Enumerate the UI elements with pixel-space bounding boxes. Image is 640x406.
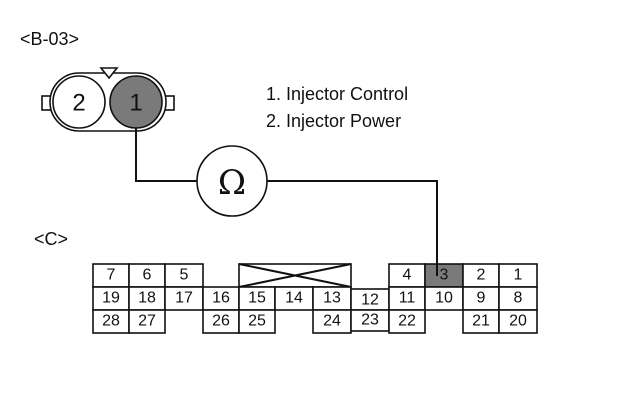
pin-12: 12 xyxy=(361,292,379,309)
pin-24: 24 xyxy=(323,313,341,330)
ohmmeter-circle xyxy=(196,145,268,217)
pin-6: 6 xyxy=(143,267,152,284)
pin-cell xyxy=(388,309,426,334)
pin-25: 25 xyxy=(248,313,266,330)
connector-b03-pin-2 xyxy=(52,75,106,129)
pin-26: 26 xyxy=(212,313,230,330)
pin-15: 15 xyxy=(248,290,266,307)
pin-cell xyxy=(498,309,538,334)
connector-c-label: <C> xyxy=(34,229,68,249)
legend-item-2: 2. Injector Power xyxy=(266,111,401,131)
pin-11: 11 xyxy=(399,290,416,307)
connector-b03-label: <B-03> xyxy=(20,29,79,49)
ohmmeter: Ω xyxy=(196,145,268,217)
pin-20: 20 xyxy=(509,313,527,330)
pin-3: 3 xyxy=(440,267,449,284)
pin-19: 19 xyxy=(102,290,120,307)
pin-28: 28 xyxy=(102,313,120,330)
pin-1: 1 xyxy=(514,267,523,284)
blank-cavity-cross xyxy=(238,263,352,288)
pin-16: 16 xyxy=(212,290,230,307)
wire-b03-to-meter xyxy=(135,128,197,182)
pin-13: 13 xyxy=(323,290,341,307)
pin-2: 2 xyxy=(477,267,486,284)
pin-22: 22 xyxy=(398,313,416,330)
ohmmeter-symbol: Ω xyxy=(218,163,246,203)
pin-9: 9 xyxy=(477,290,486,307)
pin-cell xyxy=(128,309,166,334)
pin-8: 8 xyxy=(514,290,523,307)
connector-b03: 2 1 xyxy=(41,67,175,132)
pin-14: 14 xyxy=(285,290,303,307)
pin-21: 21 xyxy=(472,313,490,330)
pin-4: 4 xyxy=(403,267,412,284)
connector-b03-pin-2-label: 2 xyxy=(72,90,85,117)
connector-b03-pin-1-label: 1 xyxy=(129,90,142,117)
pin-23: 23 xyxy=(361,312,379,329)
pin-7: 7 xyxy=(107,267,116,284)
pin-5: 5 xyxy=(180,267,189,284)
legend-item-1: 1. Injector Control xyxy=(266,84,408,104)
pin-10: 10 xyxy=(435,290,453,307)
connector-c: 7 6 5 19 18 17 28 27 16 15 14 13 26 25 2… xyxy=(92,263,538,334)
connector-b03-latch xyxy=(99,67,119,80)
wire-meter-to-c-pin3 xyxy=(267,180,438,266)
pin-18: 18 xyxy=(138,290,156,307)
pin-27: 27 xyxy=(138,313,156,330)
pin-cell xyxy=(238,309,276,334)
pin-17: 17 xyxy=(175,290,193,307)
